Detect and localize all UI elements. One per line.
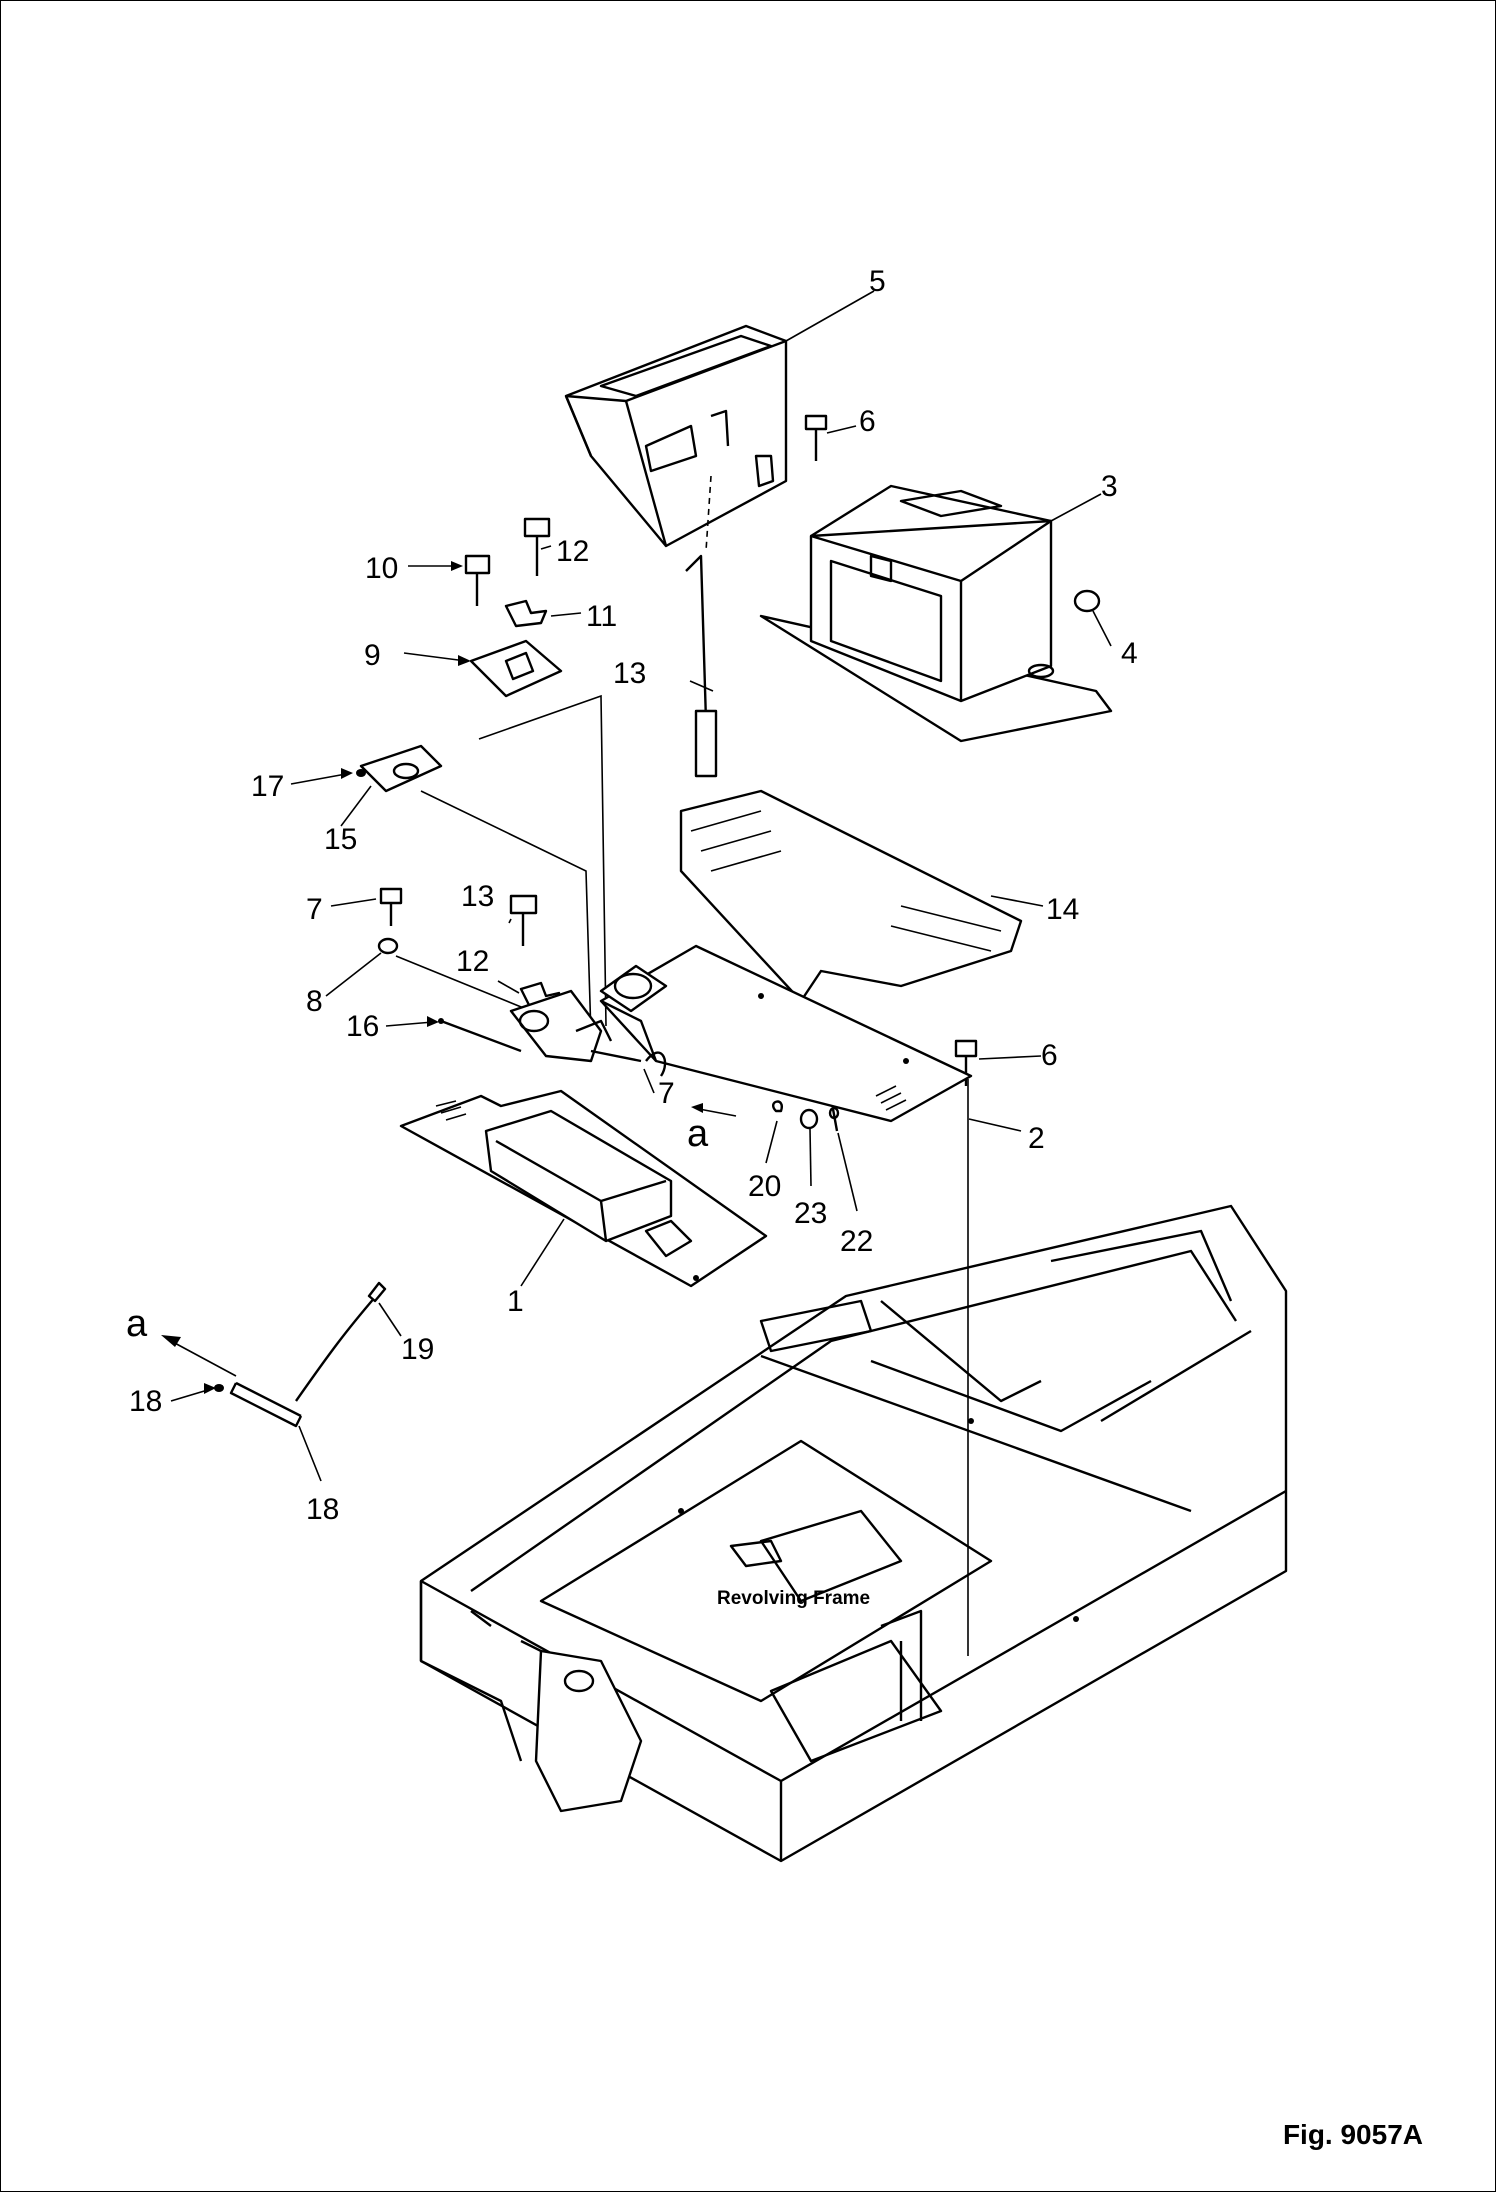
part-8-bolt xyxy=(379,887,403,926)
callout-14: 13 xyxy=(613,657,646,690)
leader-line-16 xyxy=(420,790,592,1037)
callout-22: 22 xyxy=(840,1225,873,1258)
callout-18-lower: 18 xyxy=(129,1385,162,1418)
part-21-spring-pin xyxy=(772,1100,783,1113)
callout-8: 7 xyxy=(306,893,323,926)
figure-label: Fig. 9057A xyxy=(1282,2119,1423,2150)
part-3-box xyxy=(759,484,1113,743)
callout-13-lower: 13 xyxy=(461,880,494,913)
callout-7: 7 xyxy=(658,1077,675,1110)
callout-16: 15 xyxy=(324,823,357,856)
callout-3: 3 xyxy=(1101,470,1118,503)
leader-line-10 xyxy=(478,694,607,1027)
part-17-rod xyxy=(438,1018,522,1053)
part-13-bolt-lower xyxy=(509,894,538,946)
part-13-bolt-upper xyxy=(523,517,551,576)
part-22-cotter-pin xyxy=(828,1106,840,1132)
part-9-washer xyxy=(377,937,399,955)
revolving-frame-label: Revolving Frame xyxy=(717,1588,870,1609)
callout-5: 5 xyxy=(869,265,886,298)
part-10-plate xyxy=(469,639,563,698)
callout-11: 10 xyxy=(365,552,398,585)
callout-4: 4 xyxy=(1121,637,1138,670)
part-16-bracket xyxy=(359,744,443,793)
callout-21: 20 xyxy=(748,1170,781,1203)
part-4-cap xyxy=(1073,589,1101,613)
callout-13-upper: 12 xyxy=(556,535,589,568)
callout-19: 18 xyxy=(306,1493,339,1526)
part-5-console-box xyxy=(564,324,788,548)
callout-labels: 5 6 3 4 10 12 11 9 13 14 17 15 7 13 8 12… xyxy=(126,265,1138,1526)
callout-18-upper: 17 xyxy=(251,770,284,803)
callout-23: 23 xyxy=(794,1197,827,1230)
callout-6-lower: 6 xyxy=(1041,1039,1058,1072)
part-18-pin-upper xyxy=(356,769,366,777)
callout-10: 9 xyxy=(364,639,381,672)
part-6-bolt-lower xyxy=(954,1039,978,1086)
callout-a-lower: a xyxy=(126,1303,148,1345)
callout-2: 2 xyxy=(1028,1122,1045,1155)
callout-9: 8 xyxy=(306,985,323,1018)
part-7-linkage xyxy=(509,989,667,1077)
callout-12-upper: 11 xyxy=(586,600,617,633)
leader-line-9 xyxy=(395,955,532,1012)
part-2-floor-plate xyxy=(599,944,973,1123)
part-14-lever-rod xyxy=(685,475,718,778)
part-12-clip-upper xyxy=(504,599,548,628)
callout-a-upper: a xyxy=(687,1113,709,1155)
part-15-mat xyxy=(679,789,1023,1003)
callout-1: 1 xyxy=(507,1285,524,1318)
part-23-washer xyxy=(799,1108,819,1130)
part-11-bolt xyxy=(464,554,491,606)
callout-12-lower: 12 xyxy=(456,945,489,978)
leader-lines xyxy=(170,290,1112,1482)
arrow-a-head xyxy=(161,1335,181,1347)
revolving-frame xyxy=(419,1204,1288,1863)
part-1-lower-plate xyxy=(399,1089,768,1288)
callout-15: 14 xyxy=(1046,893,1079,926)
part-6-bolt-upper xyxy=(804,414,828,461)
part-19-rod xyxy=(229,1381,303,1428)
callout-20: 19 xyxy=(401,1333,434,1366)
callout-17: 16 xyxy=(346,1010,379,1043)
part-20-cable xyxy=(295,1281,387,1402)
arrow-a-line xyxy=(170,1340,237,1377)
callout-6-upper: 6 xyxy=(859,405,876,438)
part-18-pin-lower xyxy=(214,1384,224,1392)
